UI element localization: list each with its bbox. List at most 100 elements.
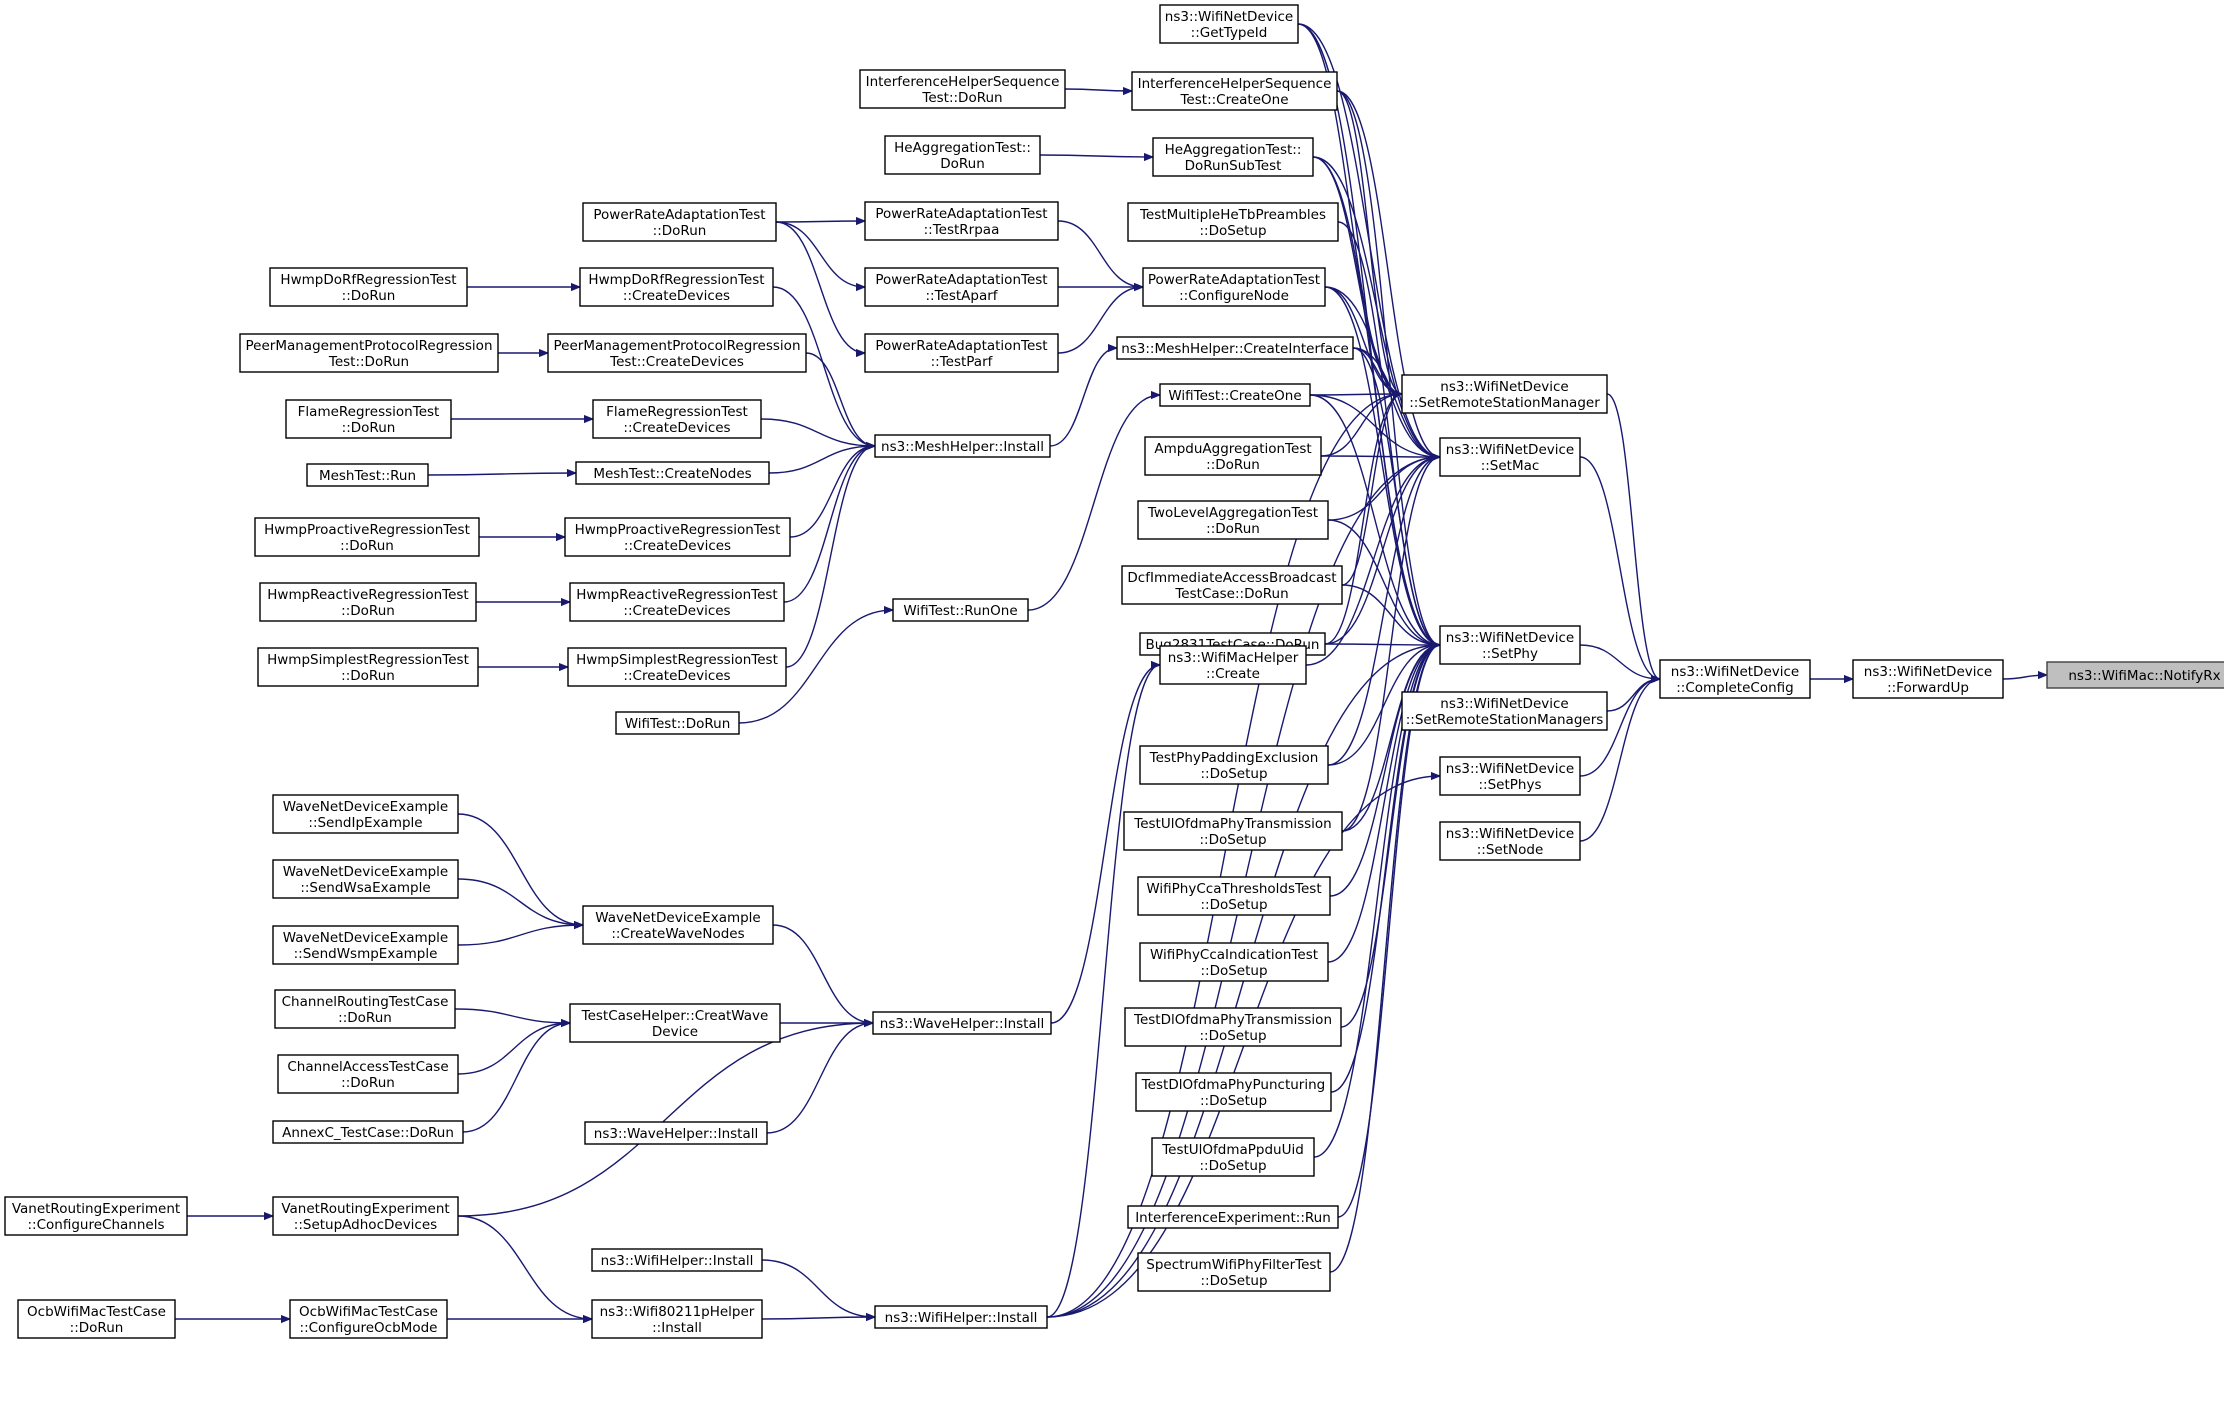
call-edge-dcf-to-setphy xyxy=(1341,584,1440,645)
function-node-wifiHelperInstall[interactable]: ns3::WifiHelper::Install xyxy=(874,1305,1048,1329)
function-node-ccaind[interactable]: WifiPhyCcaIndicationTest::DoSetup xyxy=(1139,942,1329,982)
function-node-ocb_dr[interactable]: OcbWifiMacTestCase::DoRun xyxy=(17,1299,176,1339)
node-box xyxy=(591,1248,763,1272)
node-label: ns3::WifiNetDevice xyxy=(1446,761,1574,777)
function-node-wifitest_runone[interactable]: WifiTest::RunOne xyxy=(892,598,1029,622)
function-node-mesh_ci[interactable]: ns3::MeshHelper::CreateInterface xyxy=(1116,336,1354,360)
function-node-hdrf_cd[interactable]: HwmpDoRfRegressionTest::CreateDevices xyxy=(579,267,774,307)
function-node-hsim_cd[interactable]: HwmpSimplestRegressionTest::CreateDevice… xyxy=(567,647,787,687)
node-box xyxy=(547,333,807,373)
function-node-flame_dr[interactable]: FlameRegressionTest::DoRun xyxy=(285,399,452,439)
node-label: ns3::WifiNetDevice xyxy=(1446,630,1574,646)
function-node-setmac[interactable]: ns3::WifiNetDevice::SetMac xyxy=(1439,437,1581,477)
node-label: ns3::WifiNetDevice xyxy=(1440,379,1568,395)
node-box xyxy=(884,135,1041,175)
function-node-chacc[interactable]: ChannelAccessTestCase::DoRun xyxy=(277,1054,459,1094)
function-node-waveInstall2[interactable]: ns3::WaveHelper::Install xyxy=(584,1121,768,1145)
call-edge-spectrum-to-setphy xyxy=(1329,645,1441,1273)
function-node-interfexp[interactable]: InterferenceExperiment::Run xyxy=(1127,1205,1339,1229)
node-label: ::SetPhys xyxy=(1479,777,1542,793)
function-node-wifitest_dorun[interactable]: WifiTest::DoRun xyxy=(615,711,740,735)
call-edge-meshtest_run-to-mesh_cn xyxy=(427,473,576,475)
function-node-spectrum[interactable]: SpectrumWifiPhyFilterTest::DoSetup xyxy=(1137,1252,1331,1292)
node-label: ::ConfigureOcbMode xyxy=(300,1320,438,1336)
function-node-ihs_create[interactable]: InterferenceHelperSequenceTest::CreateOn… xyxy=(1131,71,1338,111)
function-node-ocb_com[interactable]: OcbWifiMacTestCase::ConfigureOcbMode xyxy=(289,1299,448,1339)
function-node-wnde_wsa[interactable]: WaveNetDeviceExample::SendWsaExample xyxy=(272,859,459,899)
node-box xyxy=(1139,745,1329,785)
function-node-wifitest_co[interactable]: WifiTest::CreateOne xyxy=(1159,383,1311,407)
function-node-hpro_dr[interactable]: HwmpProactiveRegressionTest::DoRun xyxy=(254,517,480,557)
function-node-ampdu[interactable]: AmpduAggregationTest::DoRun xyxy=(1144,436,1322,476)
node-box xyxy=(591,1299,763,1339)
function-node-pra_parf[interactable]: PowerRateAdaptationTest::TestParf xyxy=(864,333,1059,373)
function-node-w80211p[interactable]: ns3::Wifi80211pHelper::Install xyxy=(591,1299,763,1339)
function-node-annexc[interactable]: AnnexC_TestCase::DoRun xyxy=(272,1120,464,1144)
function-node-vre_cc[interactable]: VanetRoutingExperiment::ConfigureChannel… xyxy=(4,1196,188,1236)
function-node-tmhe[interactable]: TestMultipleHeTbPreambles::DoSetup xyxy=(1127,202,1339,242)
function-node-hrea_dr[interactable]: HwmpReactiveRegressionTest::DoRun xyxy=(259,582,477,622)
call-edge-pra_dorun-to-pra_aparf xyxy=(775,221,865,287)
function-node-pra_rrpaa[interactable]: PowerRateAdaptationTest::TestRrpaa xyxy=(864,201,1059,241)
function-node-hdrf_dr[interactable]: HwmpDoRfRegressionTest::DoRun xyxy=(269,267,468,307)
function-node-hrea_cd[interactable]: HwmpReactiveRegressionTest::CreateDevice… xyxy=(569,582,785,622)
function-node-notifyrx[interactable]: ns3::WifiMac::NotifyRx xyxy=(2046,661,2224,689)
function-node-pra_dorun[interactable]: PowerRateAdaptationTest::DoRun xyxy=(582,202,777,242)
node-label: ::SendIpExample xyxy=(308,815,422,831)
node-label: ChannelRoutingTestCase xyxy=(282,994,449,1010)
function-node-twolevel[interactable]: TwoLevelAggregationTest::DoRun xyxy=(1137,500,1329,540)
function-node-pra_conf[interactable]: PowerRateAdaptationTest::ConfigureNode xyxy=(1142,267,1326,307)
function-node-tulofdma[interactable]: TestUlOfdmaPhyTransmission::DoSetup xyxy=(1123,811,1343,851)
function-node-heagg_sub[interactable]: HeAggregationTest::DoRunSubTest xyxy=(1152,137,1314,177)
function-node-wnde_ip[interactable]: WaveNetDeviceExample::SendIpExample xyxy=(272,794,459,834)
function-node-setrsm[interactable]: ns3::WifiNetDevice::SetRemoteStationMana… xyxy=(1401,374,1608,414)
function-node-flame_cd[interactable]: FlameRegressionTest::CreateDevices xyxy=(592,399,762,439)
function-node-pra_aparf[interactable]: PowerRateAdaptationTest::TestAparf xyxy=(864,267,1059,307)
node-label: InterferenceHelperSequence xyxy=(866,74,1060,90)
function-node-pmp_cd[interactable]: PeerManagementProtocolRegressionTest::Cr… xyxy=(547,333,807,373)
function-node-gettypeid[interactable]: ns3::WifiNetDevice::GetTypeId xyxy=(1159,4,1299,44)
function-node-ccathr[interactable]: WifiPhyCcaThresholdsTest::DoSetup xyxy=(1137,876,1331,916)
function-node-completeconfig[interactable]: ns3::WifiNetDevice::CompleteConfig xyxy=(1659,659,1811,699)
function-node-dcf[interactable]: DcfImmediateAccessBroadcastTestCase::DoR… xyxy=(1121,565,1343,605)
call-edge-bug2831-to-setrsm xyxy=(1324,394,1403,645)
node-label: ns3::Wifi80211pHelper xyxy=(600,1304,755,1320)
function-node-hsim_dr[interactable]: HwmpSimplestRegressionTest::DoRun xyxy=(257,647,479,687)
function-node-macHelper[interactable]: ns3::WifiMacHelper::Create xyxy=(1159,645,1307,685)
function-node-tpad[interactable]: TestPhyPaddingExclusion::DoSetup xyxy=(1139,745,1329,785)
function-node-vre_sad[interactable]: VanetRoutingExperiment::SetupAdhocDevice… xyxy=(272,1196,459,1236)
function-node-wifiHelperInstall2[interactable]: ns3::WifiHelper::Install xyxy=(591,1248,763,1272)
node-label: InterferenceHelperSequence xyxy=(1138,76,1332,92)
function-node-setphys[interactable]: ns3::WifiNetDevice::SetPhys xyxy=(1439,756,1581,796)
node-box xyxy=(584,1121,768,1145)
node-box xyxy=(272,1120,464,1144)
function-node-meshtest_run[interactable]: MeshTest::Run xyxy=(306,463,429,487)
function-node-waveInstall[interactable]: ns3::WaveHelper::Install xyxy=(872,1011,1052,1035)
function-node-meshInstall[interactable]: ns3::MeshHelper::Install xyxy=(874,434,1051,458)
node-label: HwmpProactiveRegressionTest xyxy=(264,522,470,538)
function-node-forwardup[interactable]: ns3::WifiNetDevice::ForwardUp xyxy=(1852,659,2004,699)
call-edge-ccathr-to-setphy xyxy=(1329,645,1440,897)
function-node-hpro_cd[interactable]: HwmpProactiveRegressionTest::CreateDevic… xyxy=(564,517,791,557)
function-node-tdlofdma[interactable]: TestDlOfdmaPhyTransmission::DoSetup xyxy=(1124,1007,1342,1047)
node-box xyxy=(582,905,774,945)
function-node-pmp_dr[interactable]: PeerManagementProtocolRegressionTest::Do… xyxy=(239,333,499,373)
function-node-mesh_cn[interactable]: MeshTest::CreateNodes xyxy=(575,461,770,485)
function-node-setnode[interactable]: ns3::WifiNetDevice::SetNode xyxy=(1439,821,1581,861)
function-node-tdlpunct[interactable]: TestDlOfdmaPhyPuncturing::DoSetup xyxy=(1135,1072,1332,1112)
node-box xyxy=(272,1196,459,1236)
node-box xyxy=(1159,383,1311,407)
call-edge-pra_conf-to-setphy xyxy=(1324,286,1440,645)
node-label: ::SendWsaExample xyxy=(300,880,430,896)
function-node-setrsms[interactable]: ns3::WifiNetDevice::SetRemoteStationMana… xyxy=(1401,691,1608,731)
function-node-wnde_cwn[interactable]: WaveNetDeviceExample::CreateWaveNodes xyxy=(582,905,774,945)
function-node-setphy[interactable]: ns3::WifiNetDevice::SetPhy xyxy=(1439,625,1581,665)
function-node-heagg_dorun[interactable]: HeAggregationTest::DoRun xyxy=(884,135,1041,175)
function-node-chrout[interactable]: ChannelRoutingTestCase::DoRun xyxy=(274,989,456,1029)
function-node-wnde_wsmp[interactable]: WaveNetDeviceExample::SendWsmpExample xyxy=(272,925,459,965)
function-node-tulppdu[interactable]: TestUlOfdmaPpduUid::DoSetup xyxy=(1151,1137,1315,1177)
node-box xyxy=(1137,876,1331,916)
node-box xyxy=(1137,500,1329,540)
